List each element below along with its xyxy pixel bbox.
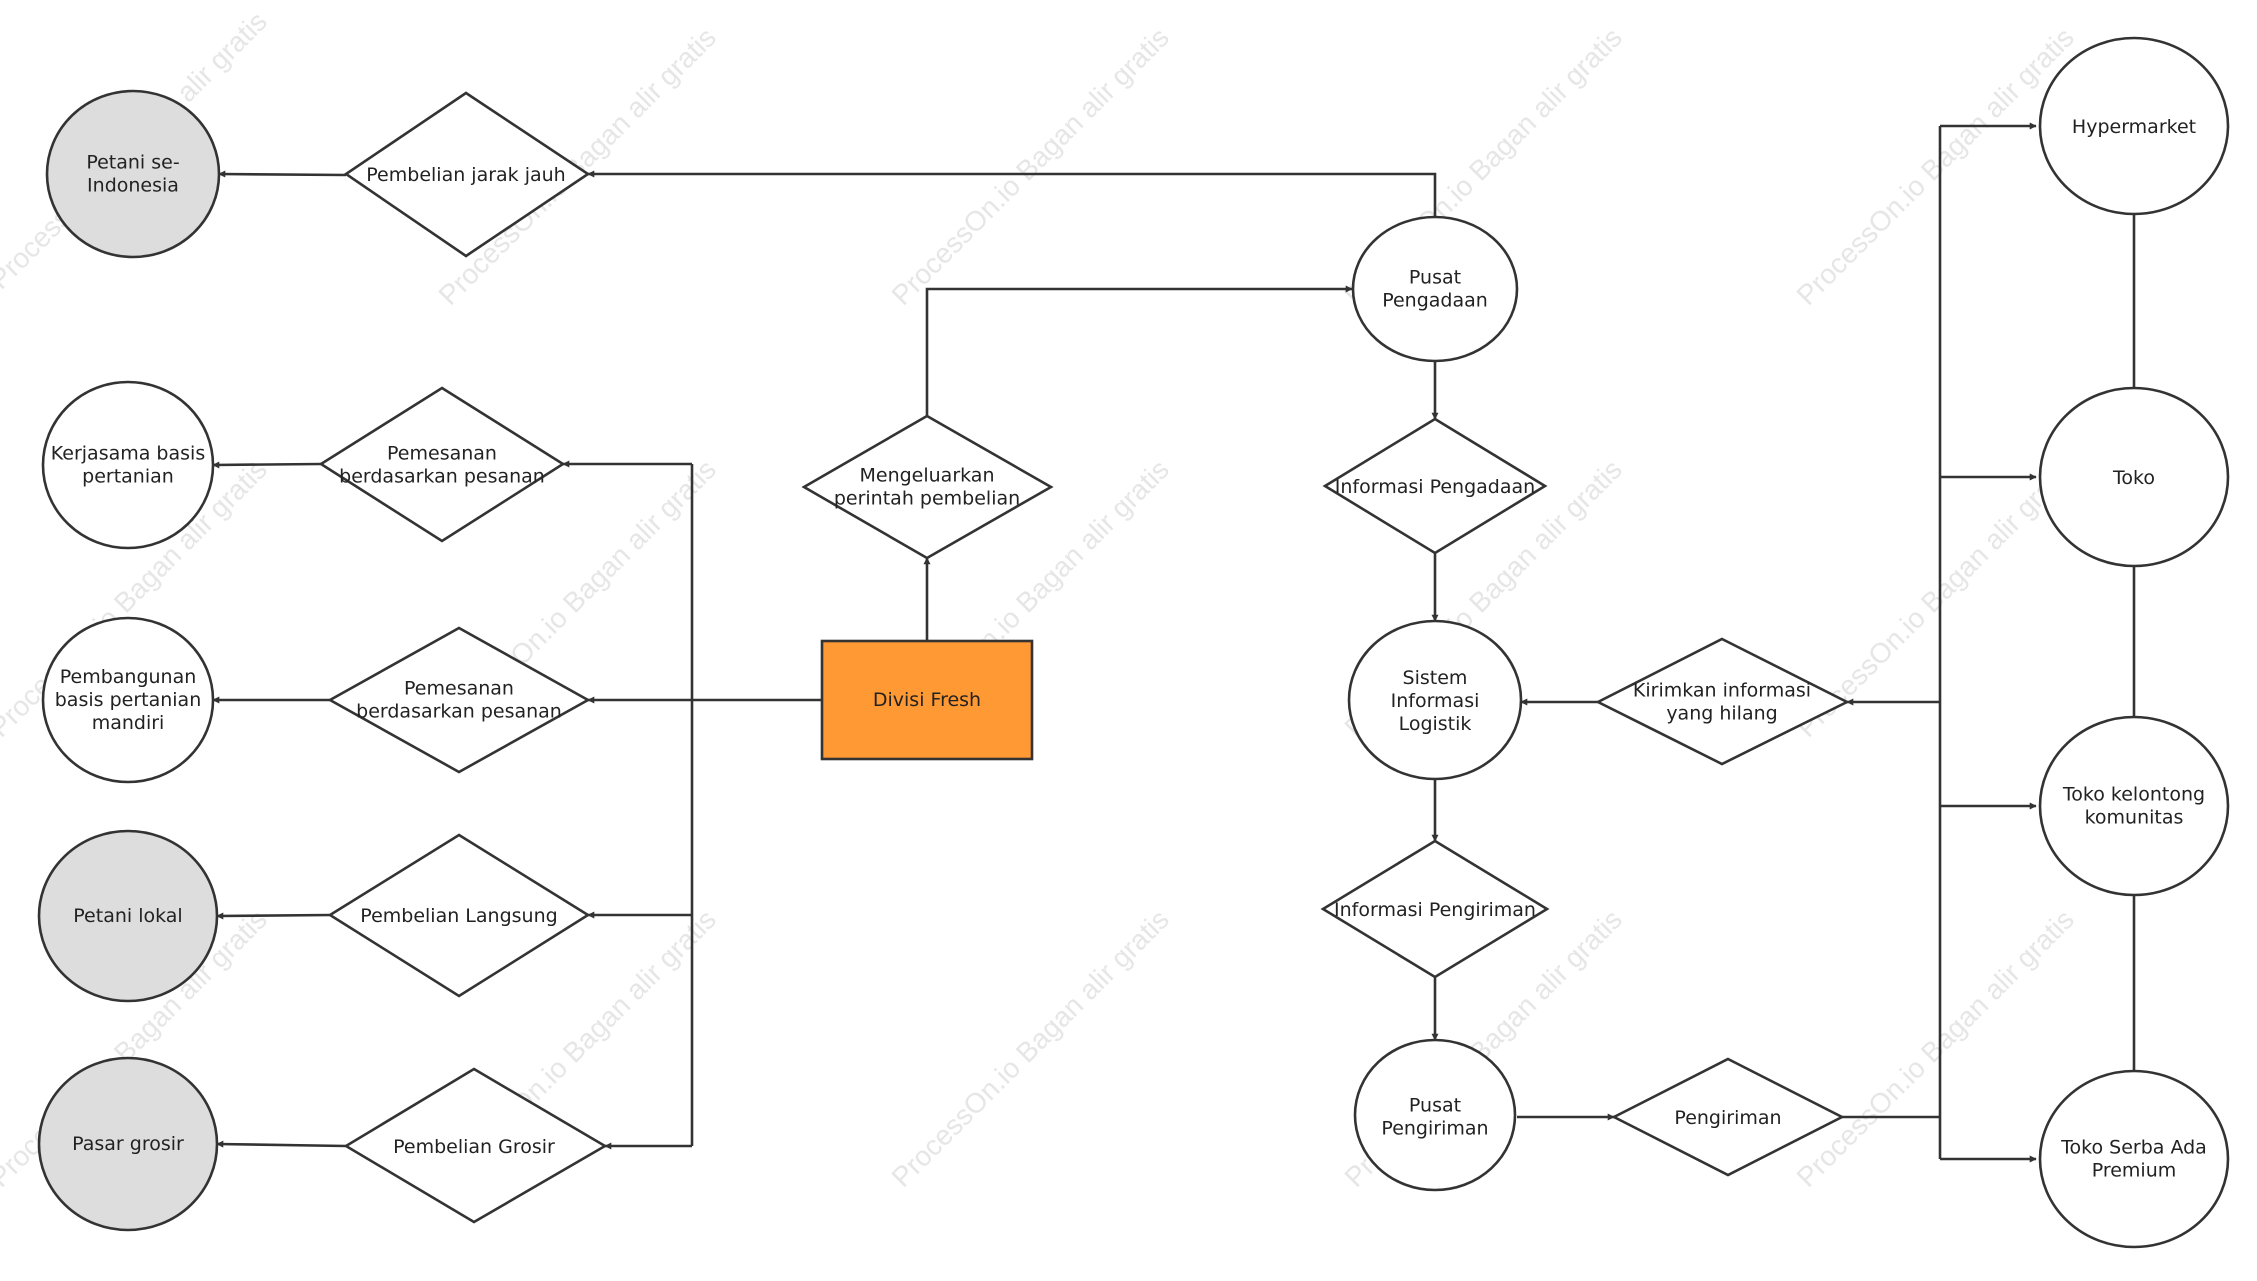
node-informasi-pengadaan[interactable] (1322, 417, 1548, 555)
watermark-text: ProcessOn.io Bagan alir gratis (886, 22, 1175, 311)
label-informasi-pengadaan: Informasi Pengadaan (1335, 476, 1535, 498)
edge-pusat-pengadaan-to-jarak-jauh (587, 170, 1437, 217)
edge-langsung-to-petani-lokal (216, 912, 331, 920)
label-pengiriman: Pengiriman (1674, 1107, 1781, 1129)
node-toko-kelontong-komunitas[interactable] (2038, 715, 2230, 897)
edge-pemesanan-1-to-kerjasama (212, 461, 322, 469)
label-hypermarket: Hypermarket (2072, 116, 2196, 138)
node-pemesanan-berdasarkan-pesanan-1[interactable] (318, 386, 566, 543)
label-pasar-grosir: Pasar grosir (72, 1133, 184, 1155)
edges (212, 122, 2136, 1163)
node-pasar-grosir[interactable] (37, 1056, 219, 1232)
watermark-text: ProcessOn.io Bagan alir gratis (1791, 22, 2080, 311)
node-pemesanan-berdasarkan-pesanan-2[interactable] (327, 626, 591, 774)
node-pembangunan-basis-pertanian[interactable] (41, 616, 215, 784)
node-hypermarket[interactable] (2038, 36, 2230, 216)
label-toko: Toko (2112, 467, 2155, 489)
node-toko[interactable] (2038, 386, 2230, 568)
node-pusat-pengiriman[interactable] (1353, 1038, 1517, 1192)
edge-mengeluarkan-to-pusat-pengadaan (925, 285, 1353, 416)
watermark-layer: ProcessOn.io Bagan alir gratisProcessOn.… (0, 6, 2080, 1193)
node-sistem-informasi-logistik[interactable] (1347, 619, 1523, 781)
node-kerjasama-basis-pertanian[interactable] (41, 380, 215, 550)
node-kirimkan-informasi-yang-hilang[interactable] (1595, 637, 1850, 766)
label-petani-se-indonesia: Petani se-Indonesia (86, 152, 179, 197)
nodes (37, 36, 2230, 1249)
label-divisi-fresh: Divisi Fresh (873, 689, 981, 711)
node-pembelian-grosir[interactable] (343, 1067, 608, 1224)
label-pembelian-grosir: Pembelian Grosir (393, 1136, 555, 1158)
label-informasi-pengiriman: Informasi Pengiriman (1334, 899, 1536, 921)
node-pengiriman[interactable] (1611, 1057, 1845, 1177)
node-petani-se-indonesia[interactable] (45, 89, 221, 259)
watermark-text: ProcessOn.io Bagan alir gratis (1791, 904, 2080, 1193)
label-petani-lokal: Petani lokal (73, 905, 182, 927)
node-pembelian-jarak-jauh[interactable] (343, 91, 591, 258)
node-mengeluarkan-perintah-pembelian[interactable] (801, 414, 1054, 560)
label-pembelian-jarak-jauh: Pembelian jarak jauh (366, 164, 565, 186)
node-divisi-fresh[interactable] (820, 639, 1034, 761)
watermark-text: ProcessOn.io Bagan alir gratis (886, 904, 1175, 1193)
node-pusat-pengadaan[interactable] (1351, 215, 1519, 363)
label-pembelian-langsung: Pembelian Langsung (360, 905, 557, 927)
node-petani-lokal[interactable] (37, 829, 219, 1003)
node-pembelian-langsung[interactable] (327, 833, 591, 998)
edge-jarak-jauh-to-petani-indonesia (218, 170, 347, 178)
edge-grosir-to-pasar-grosir (216, 1140, 347, 1148)
node-toko-serba-ada-premium[interactable] (2038, 1069, 2230, 1249)
node-informasi-pengiriman[interactable] (1320, 839, 1550, 979)
